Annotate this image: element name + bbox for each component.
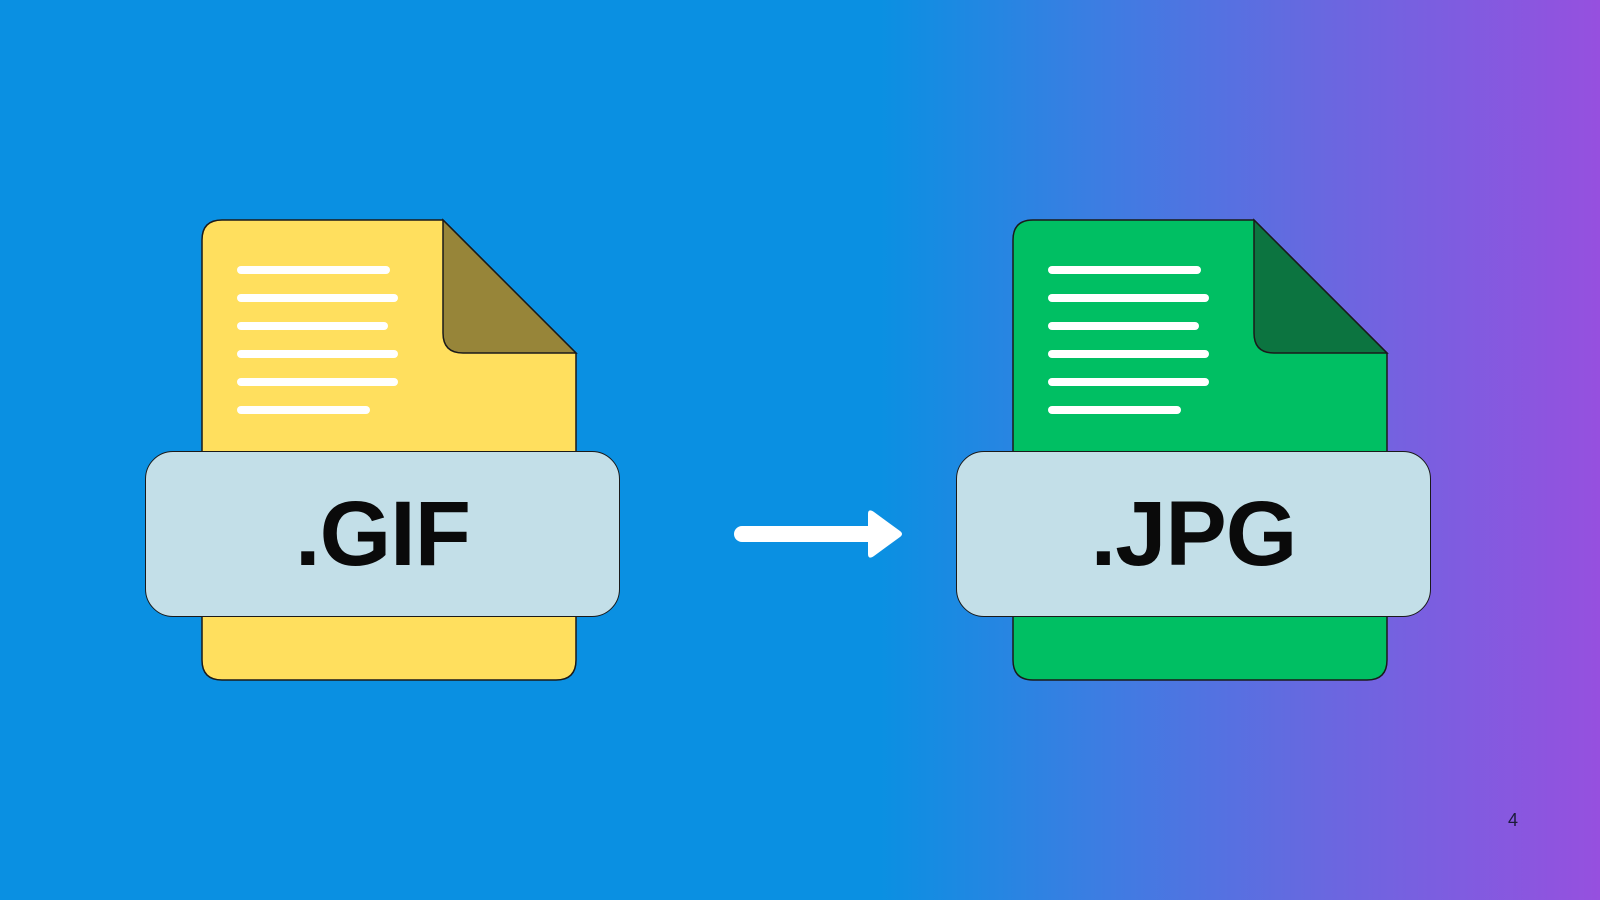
- gif-label-banner: .GIF: [145, 451, 620, 617]
- page-number: 4: [1508, 810, 1519, 830]
- arrow-right-icon: [734, 510, 902, 558]
- text-lines-icon: [237, 266, 398, 414]
- jpg-label-banner: .JPG: [956, 451, 1431, 617]
- jpg-extension-label: .JPG: [1090, 482, 1298, 585]
- text-lines-icon: [1048, 266, 1209, 414]
- gif-extension-label: .GIF: [295, 482, 471, 585]
